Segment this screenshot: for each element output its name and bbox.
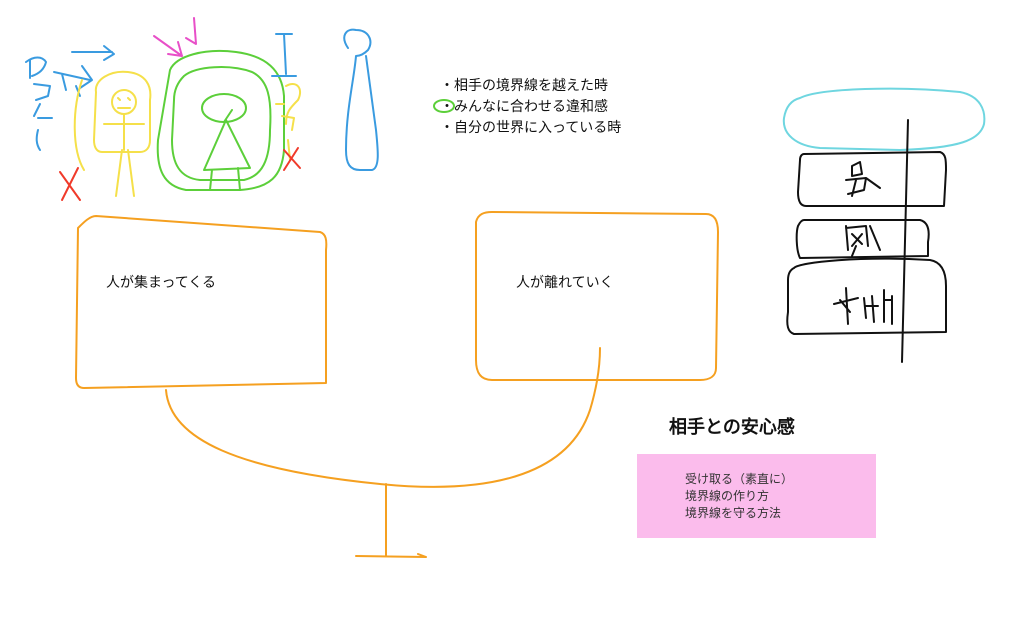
right-box-label: 人が離れていく	[516, 275, 614, 291]
yellow-head	[111, 89, 137, 115]
bullet-item: ・相手の境界線を越えた時	[440, 78, 608, 94]
green-head	[201, 93, 247, 123]
tree-stem	[355, 483, 427, 558]
cyan-cloud-layer	[782, 87, 986, 151]
bullet-item: ・みんなに合わせる違和感	[440, 99, 608, 115]
scribble-glyph-top	[845, 161, 881, 197]
vertical-axis-line	[901, 119, 909, 363]
green-bullet-circle	[433, 99, 455, 113]
left-box-label: 人が集まってくる	[106, 275, 217, 291]
pink-item: 境界線を守る方法	[685, 506, 782, 520]
magenta-arrow	[153, 17, 197, 57]
green-body	[203, 109, 251, 191]
blue-arrows-left	[53, 45, 115, 97]
red-x-right	[283, 147, 301, 171]
tree-connector	[165, 347, 601, 488]
bullet-item: ・自分の世界に入っている時	[440, 120, 622, 136]
scribble-glyph-middle	[845, 225, 881, 257]
blue-figure-right	[343, 28, 379, 171]
left-orange-box	[75, 215, 328, 389]
yellow-side-figure	[275, 82, 302, 161]
pink-note-box: 受け取る（素直に） 境界線の作り方 境界線を守る方法	[637, 454, 876, 538]
heading-anshinkan: 相手との安心感	[669, 417, 795, 438]
pink-item: 境界線の作り方	[685, 489, 770, 503]
black-layer-middle	[795, 219, 930, 259]
blue-t-mark	[271, 33, 297, 77]
yellow-outline-person	[93, 70, 152, 153]
black-layer-top	[797, 151, 947, 207]
red-x-left	[59, 167, 81, 201]
pink-item: 受け取る（素直に）	[685, 472, 794, 486]
bullet-list: ・相手の境界線を越えた時 ・みんなに合わせる違和感 ・自分の世界に入っている時	[440, 76, 621, 139]
blue-figure-left	[25, 56, 53, 151]
black-layer-bottom	[786, 257, 947, 335]
green-inner-ring	[171, 66, 272, 181]
yellow-body	[73, 79, 145, 197]
right-orange-box	[475, 211, 719, 381]
scribble-glyph-bottom	[833, 287, 893, 325]
